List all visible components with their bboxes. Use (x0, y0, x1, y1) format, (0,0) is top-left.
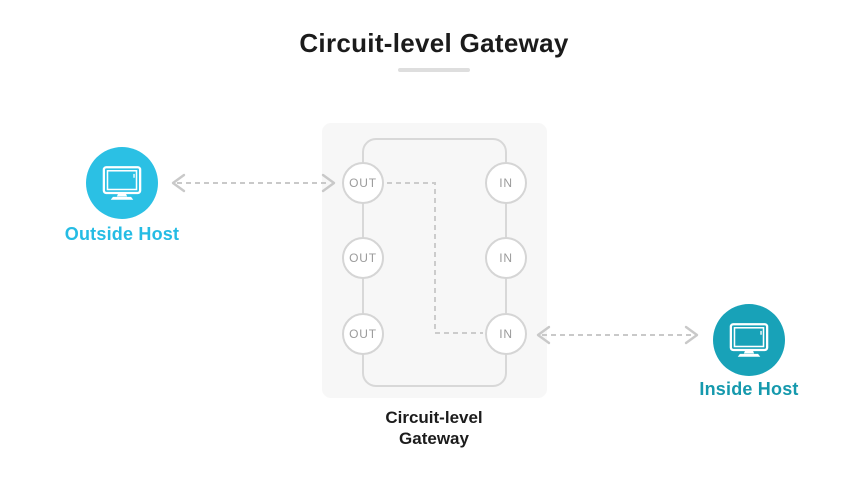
in-port-2: IN (485, 237, 527, 279)
title-underline (398, 68, 470, 72)
monitor-icon (729, 323, 769, 357)
port-label: IN (499, 251, 513, 265)
outside-host-avatar (86, 147, 158, 219)
arrowhead-right-icon (684, 325, 699, 345)
in-port-1: IN (485, 162, 527, 204)
outside-host-label: Outside Host (64, 224, 180, 244)
inside-host-label: Inside Host (699, 379, 799, 399)
page-title: Circuit-level Gateway (299, 28, 569, 58)
out-port-1: OUT (342, 162, 384, 204)
gateway-caption: Circuit-level Gateway (385, 408, 483, 448)
port-label: OUT (349, 327, 377, 341)
inside-host-avatar (713, 304, 785, 376)
out-port-3: OUT (342, 313, 384, 355)
port-label: OUT (349, 251, 377, 265)
out-port-2: OUT (342, 237, 384, 279)
port-label: IN (499, 176, 513, 190)
port-label: OUT (349, 176, 377, 190)
arrowhead-left-icon (171, 173, 186, 193)
port-label: IN (499, 327, 513, 341)
in-port-3: IN (485, 313, 527, 355)
monitor-icon (102, 166, 142, 200)
